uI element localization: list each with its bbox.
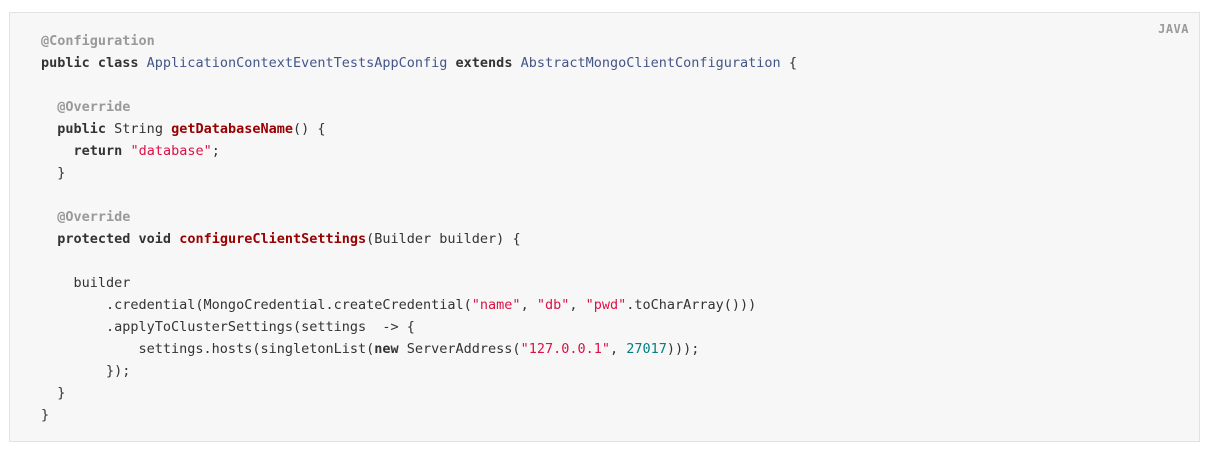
code-token-keyword: return (73, 143, 123, 159)
code-line: @Configuration (41, 30, 797, 52)
code-token-plain: } (41, 165, 66, 181)
code-token-method: configureClientSettings (179, 231, 367, 247)
code-token-plain: , (569, 297, 586, 313)
code-token-plain: ; (211, 143, 220, 159)
code-line: builder (41, 272, 797, 294)
code-token-plain: settings.hosts(singletonList( (41, 341, 375, 357)
code-content[interactable]: @Configuration public class ApplicationCo… (41, 30, 797, 426)
code-token-string: "name" (471, 297, 521, 313)
code-block: JAVA @Configuration public class Applicat… (9, 12, 1200, 442)
code-token-keyword: new (374, 341, 399, 357)
code-token-plain: }); (41, 363, 131, 379)
code-token-plain: } (41, 407, 50, 423)
code-line: @Override (41, 96, 797, 118)
code-token-plain: String (106, 121, 172, 137)
code-line: }); (41, 360, 797, 382)
code-line (41, 250, 797, 272)
code-token-annotation: @Override (57, 209, 131, 225)
code-line: } (41, 162, 797, 184)
code-token-plain: } (41, 385, 66, 401)
code-token-annotation: @Override (57, 99, 131, 115)
code-token-plain (41, 231, 57, 247)
code-token-string: "pwd" (585, 297, 627, 313)
code-token-plain: .toCharArray())) (626, 297, 757, 313)
code-token-plain: () { (293, 121, 326, 137)
code-token-plain (41, 121, 57, 137)
code-line: public class ApplicationContextEventTest… (41, 52, 797, 74)
code-token-string: "database" (130, 143, 212, 159)
code-line (41, 74, 797, 96)
code-line: .applyToClusterSettings(settings -> { (41, 316, 797, 338)
code-line (41, 184, 797, 206)
code-token-keyword: extends (455, 55, 513, 71)
code-token-plain (512, 55, 520, 71)
code-token-type: ApplicationContextEventTestsAppConfig (146, 55, 448, 71)
code-token-keyword: public class (41, 55, 147, 71)
code-token-plain: (Builder builder) { (366, 231, 521, 247)
code-token-plain (171, 231, 179, 247)
code-line: .credential(MongoCredential.createCreden… (41, 294, 797, 316)
code-token-annotation: @Configuration (41, 33, 155, 49)
code-token-plain: .credential(MongoCredential.createCreden… (41, 297, 472, 313)
code-token-plain: .applyToClusterSettings(settings -> { (41, 319, 415, 335)
code-line: } (41, 382, 797, 404)
code-token-plain: ServerAddress( (398, 341, 521, 357)
code-line: } (41, 404, 797, 426)
code-token-plain (447, 55, 455, 71)
code-token-plain (41, 209, 57, 225)
language-label: JAVA (1158, 22, 1189, 36)
code-token-plain: { (780, 55, 797, 71)
code-token-plain: ))); (666, 341, 700, 357)
code-token-string: "db" (536, 297, 570, 313)
code-token-plain: , (520, 297, 537, 313)
code-token-method: getDatabaseName (171, 121, 293, 137)
code-line: public String getDatabaseName() { (41, 118, 797, 140)
code-line: return "database"; (41, 140, 797, 162)
code-token-keyword: protected void (57, 231, 172, 247)
code-line: @Override (41, 206, 797, 228)
code-line: settings.hosts(singletonList(new ServerA… (41, 338, 797, 360)
code-token-plain: builder (41, 275, 131, 291)
code-token-plain: , (609, 341, 627, 357)
code-token-plain (41, 99, 57, 115)
code-token-string: "127.0.0.1" (520, 341, 610, 357)
code-token-keyword: public (57, 121, 107, 137)
code-token-type: AbstractMongoClientConfiguration (520, 55, 781, 71)
code-token-plain (41, 143, 74, 159)
code-token-number: 27017 (626, 341, 667, 357)
code-line: protected void configureClientSettings(B… (41, 228, 797, 250)
